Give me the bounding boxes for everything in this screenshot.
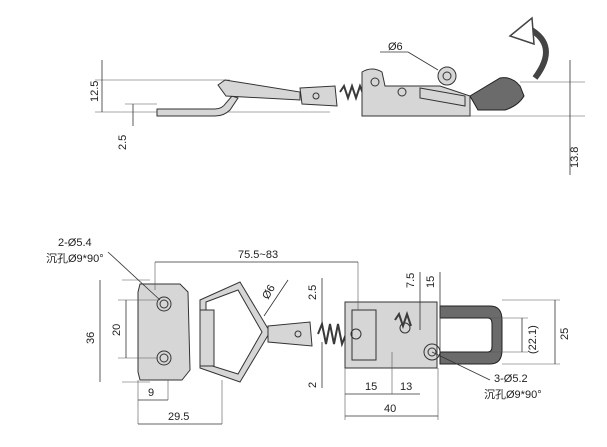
side-main-body [361,68,471,117]
top-adjuster [267,321,313,347]
side-spring [339,82,365,102]
dim-20: 20 [111,324,123,336]
side-rubber-grip [469,77,525,111]
dim-40: 40 [384,403,396,415]
hole-spec-right-2: 沉孔Ø9*90° [484,388,542,401]
dim-22-1: (22.1) [527,325,539,354]
top-base-plate [137,283,191,381]
dim-13: 13 [400,381,412,393]
top-wire-pivot [199,309,215,367]
side-base-plate [156,95,239,117]
top-hook-grip [439,305,503,365]
dim-2-5-side: 2.5 [117,135,129,150]
dim-25: 25 [559,328,571,340]
side-wire-loop [217,79,301,101]
dim-7-5: 7.5 [405,273,417,288]
dim-13-8-side: 13.8 [569,147,581,168]
dim-29-5: 29.5 [168,411,189,423]
hole-spec-right-1: 3-Ø5.2 [494,373,528,385]
dim-diameter-side: Ø6 [388,41,403,53]
top-view: 75.5~83 36 20 9 29.5 40 15 13 2.5 2 7.5 … [46,237,571,425]
top-main-body [344,301,438,369]
dim-2-5-top: 2.5 [307,285,319,300]
dim-15: 15 [365,381,377,393]
hole-spec-left-1: 2-Ø5.4 [58,237,92,249]
side-pivot-ring [437,66,457,86]
dim-36: 36 [85,332,97,344]
top-spring [317,320,347,348]
dim-15-vertical: 15 [425,276,437,288]
dim-9: 9 [148,387,154,399]
hole-spec-left-2: 沉孔Ø9*90° [46,252,104,265]
dim-overall-length: 75.5~83 [238,249,278,261]
side-view: 12.5 2.5 Ø6 13.8 [89,16,585,175]
dim-2: 2 [307,382,319,388]
dim-12-5-side: 12.5 [89,81,101,102]
